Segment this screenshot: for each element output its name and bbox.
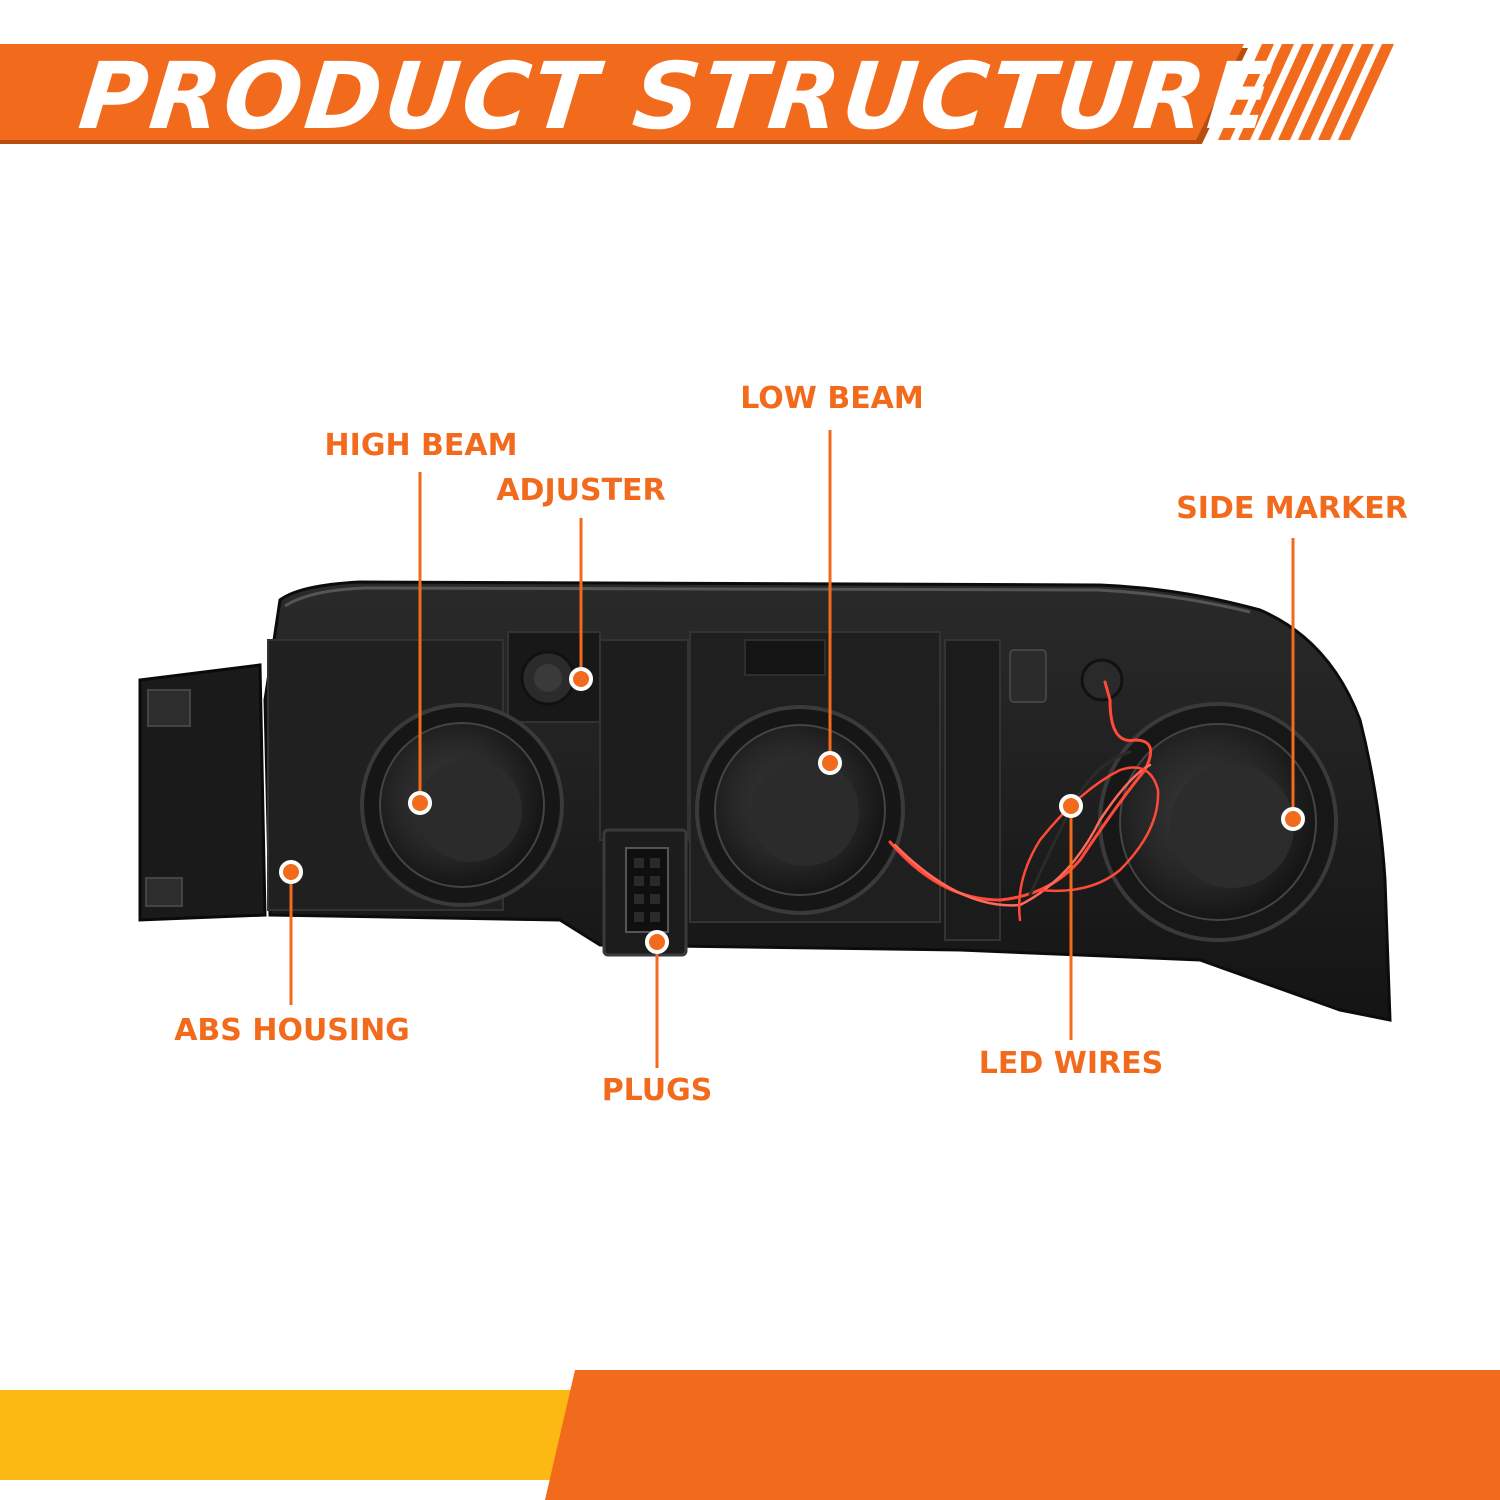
callout-label-led-wires: LED WIRES bbox=[978, 1046, 1164, 1081]
callout-label-adjuster: ADJUSTER bbox=[496, 473, 666, 508]
low-beam-dome bbox=[695, 705, 905, 915]
abs-clip-top bbox=[147, 689, 191, 727]
dot-abs-housing bbox=[279, 860, 303, 884]
header-banner bbox=[0, 44, 1394, 144]
dot-plugs bbox=[645, 930, 669, 954]
callout-label-side-marker: SIDE MARKER bbox=[1176, 491, 1408, 526]
housing-tab-top bbox=[744, 639, 826, 676]
abs-clip-bottom bbox=[145, 877, 183, 907]
banner-stripes bbox=[1218, 44, 1394, 140]
adjuster-knob bbox=[520, 650, 576, 706]
footer-orange-band bbox=[545, 1370, 1500, 1500]
callout-label-low-beam: LOW BEAM bbox=[740, 381, 924, 416]
callout-leaders bbox=[289, 430, 1295, 1068]
led-wires bbox=[888, 680, 1160, 922]
callout-label-plugs: PLUGS bbox=[601, 1073, 713, 1108]
footer-bands bbox=[0, 1370, 1500, 1500]
dot-adjuster bbox=[569, 667, 593, 691]
dot-low-beam bbox=[818, 751, 842, 775]
callout-dots bbox=[279, 667, 1305, 954]
dot-side-marker bbox=[1281, 807, 1305, 831]
housing-panel-marker bbox=[944, 639, 1001, 941]
housing-top-rim bbox=[284, 586, 1251, 614]
housing-panel-center bbox=[599, 639, 689, 841]
high-beam-dome bbox=[360, 703, 564, 907]
side-marker-socket bbox=[1009, 649, 1124, 703]
callout-label-high-beam: HIGH BEAM bbox=[324, 428, 518, 463]
callout-label-abs-housing: ABS HOUSING bbox=[174, 1013, 410, 1048]
dot-led-wires bbox=[1059, 794, 1083, 818]
dot-high-beam bbox=[408, 791, 432, 815]
plug-connector bbox=[602, 828, 688, 957]
abs-side-panel bbox=[138, 663, 267, 922]
side-marker-dome bbox=[1098, 702, 1338, 942]
banner-bar bbox=[0, 44, 1244, 140]
